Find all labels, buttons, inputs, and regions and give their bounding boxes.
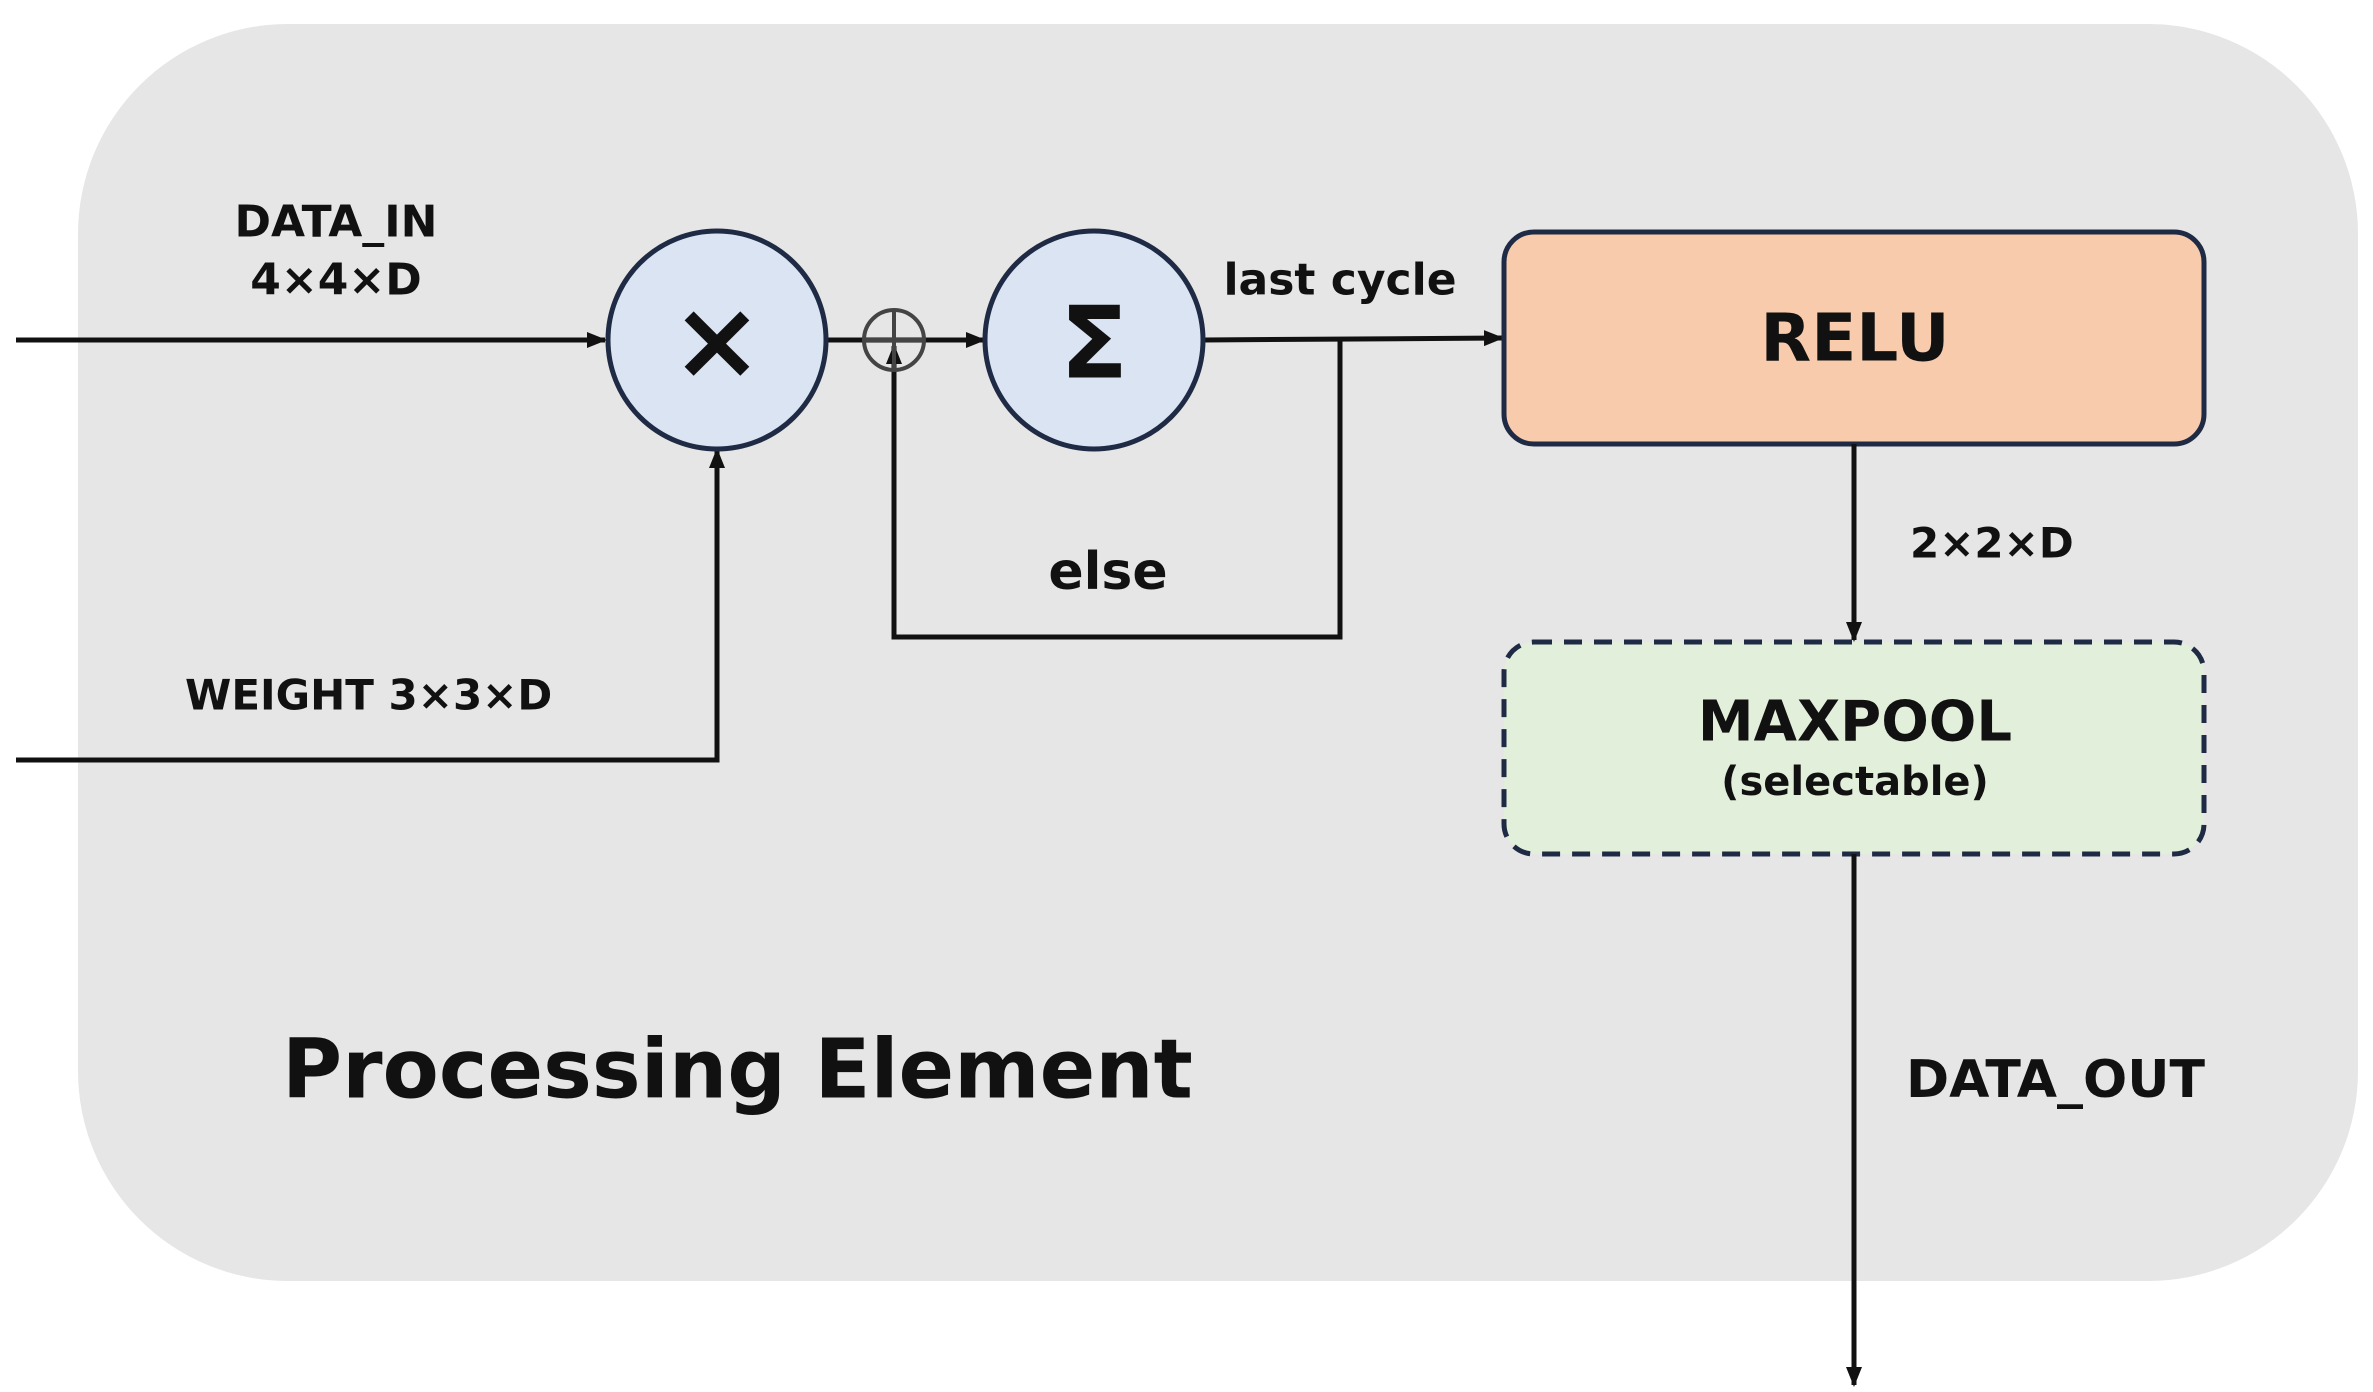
sum-symbol: Σ — [1060, 285, 1128, 402]
relu-label: RELU — [1760, 300, 1949, 377]
else-label: else — [1048, 542, 1167, 602]
maxpool-block: MAXPOOL (selectable) — [1501, 639, 2207, 857]
feedback-loop-wire — [886, 340, 1343, 640]
processing-element-title: Processing Element — [282, 1023, 1193, 1118]
sum-to-relu-wire — [1203, 330, 1504, 347]
relu-output-dims: 2×2×D — [1910, 519, 2074, 568]
sum-operator: Σ — [982, 228, 1206, 452]
multiply-symbol: × — [671, 276, 763, 404]
data-out-label: DATA_OUT — [1906, 1050, 2205, 1110]
data-in-dims: 4×4×D — [250, 255, 422, 306]
maxpool-note: (selectable) — [1721, 759, 1989, 805]
weight-wire — [16, 448, 725, 763]
adder-junction — [862, 308, 926, 372]
maxpool-label: MAXPOOL — [1698, 690, 2012, 755]
weight-label: WEIGHT 3×3×D — [185, 671, 552, 720]
multiply-operator: × — [605, 228, 829, 452]
data-in-label: DATA_IN — [234, 197, 437, 248]
relu-block: RELU — [1501, 229, 2207, 447]
last-cycle-label: last cycle — [1223, 255, 1456, 306]
